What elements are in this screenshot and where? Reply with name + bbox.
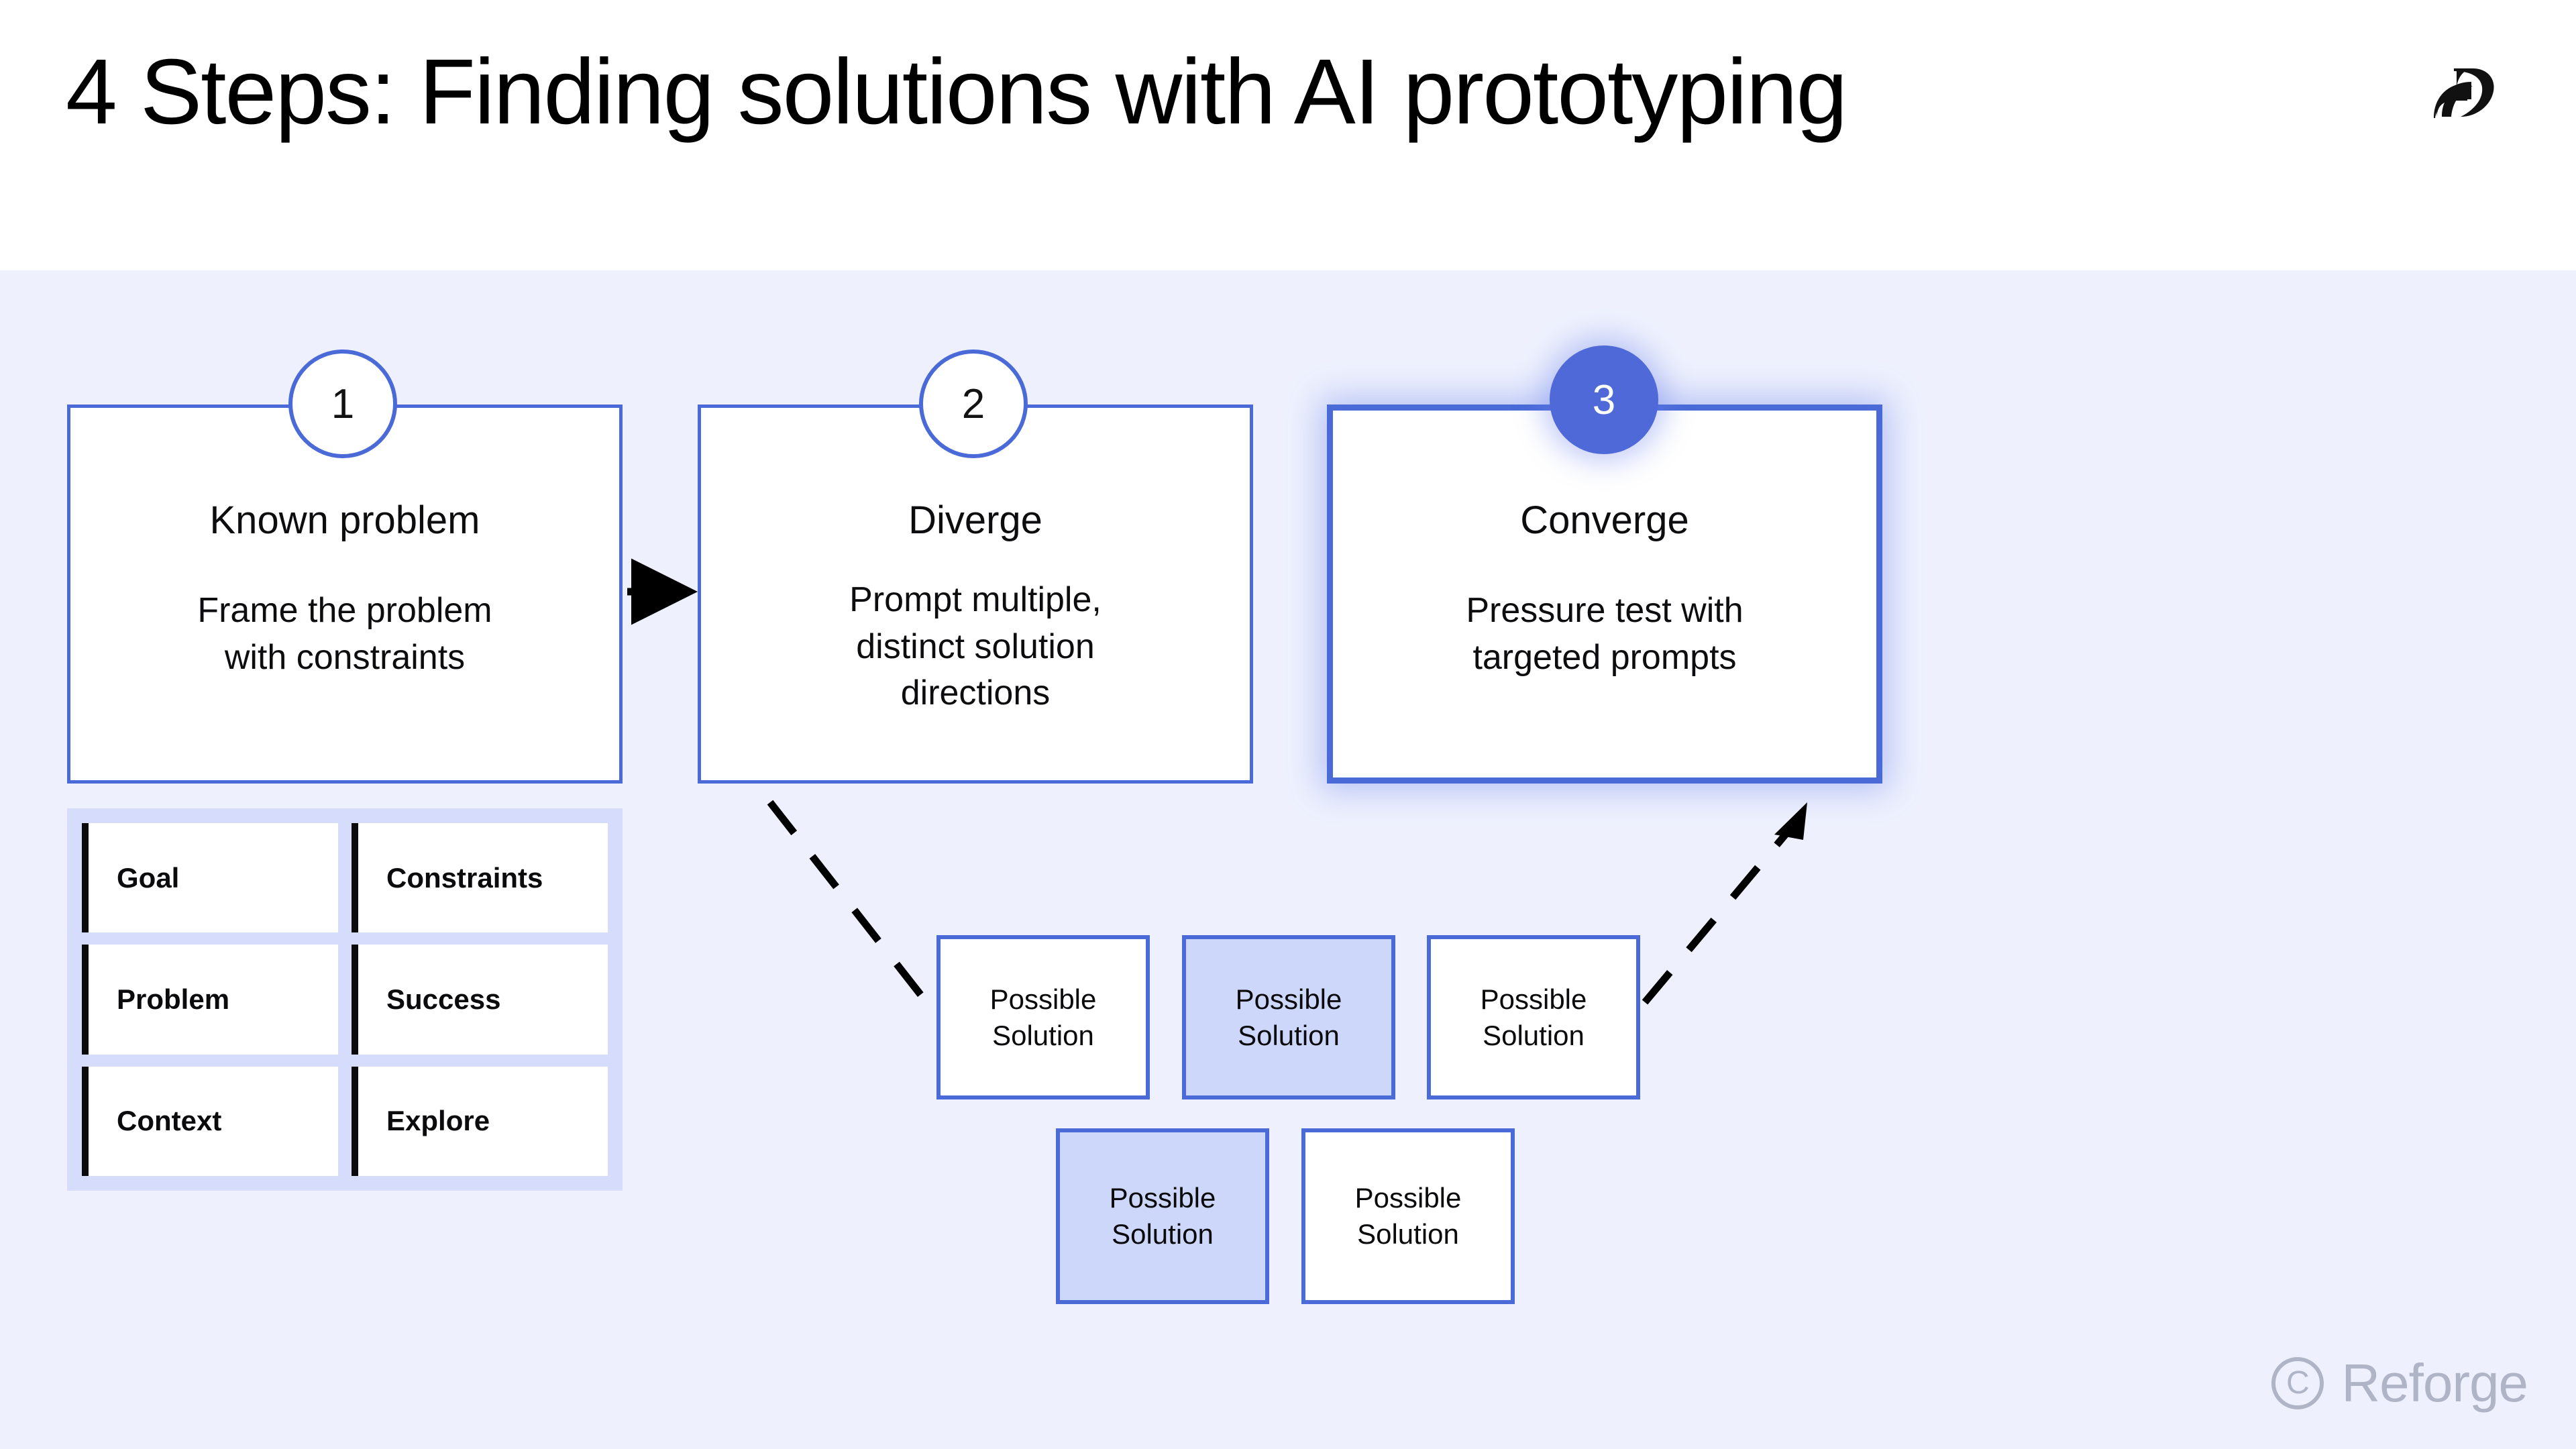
possible-solution-box-5[interactable]: Possible Solution bbox=[1301, 1128, 1515, 1304]
copyright-icon: C bbox=[2271, 1357, 2324, 1409]
page-title: 4 Steps: Finding solutions with AI proto… bbox=[66, 40, 1847, 144]
step-card-3[interactable]: Converge Pressure test with targeted pro… bbox=[1327, 405, 1882, 784]
attribute-label: Constraints bbox=[386, 861, 543, 894]
attribute-cell-problem[interactable]: Problem bbox=[82, 945, 338, 1055]
attribute-cell-context[interactable]: Context bbox=[82, 1066, 338, 1176]
footer-attribution: C Reforge bbox=[2271, 1352, 2528, 1414]
step-card-3-description: Pressure test with targeted prompts bbox=[1466, 591, 1743, 677]
step-card-1-description: Frame the problem with constraints bbox=[197, 591, 492, 677]
step-badge-1: 1 bbox=[288, 350, 397, 458]
attribute-cell-success[interactable]: Success bbox=[352, 945, 608, 1055]
step-card-1-title: Known problem bbox=[209, 498, 480, 542]
step-card-2-title: Diverge bbox=[908, 498, 1042, 542]
attribute-cell-constraints[interactable]: Constraints bbox=[352, 823, 608, 933]
attribute-label: Goal bbox=[117, 861, 180, 894]
reforge-logo-icon bbox=[2423, 52, 2504, 133]
possible-solution-label: Possible Solution bbox=[1480, 983, 1587, 1051]
step-badge-3: 3 bbox=[1550, 345, 1658, 454]
attribute-label: Explore bbox=[386, 1105, 490, 1137]
attribute-cell-goal[interactable]: Goal bbox=[82, 823, 338, 933]
possible-solution-label: Possible Solution bbox=[1354, 1182, 1462, 1250]
step-card-2-description: Prompt multiple, distinct solution direc… bbox=[849, 580, 1102, 713]
possible-solution-box-1[interactable]: Possible Solution bbox=[936, 935, 1150, 1099]
step-card-1[interactable]: Known problem Frame the problem with con… bbox=[67, 405, 623, 784]
problem-attribute-grid: Goal Constraints Problem Success Context… bbox=[67, 808, 623, 1191]
step-badge-2-number: 2 bbox=[961, 380, 985, 427]
step-badge-1-number: 1 bbox=[331, 380, 355, 427]
step-card-2[interactable]: Diverge Prompt multiple, distinct soluti… bbox=[698, 405, 1253, 784]
possible-solution-box-3[interactable]: Possible Solution bbox=[1427, 935, 1640, 1099]
step-card-3-title: Converge bbox=[1520, 498, 1689, 542]
possible-solution-label: Possible Solution bbox=[1109, 1182, 1216, 1250]
step-badge-2: 2 bbox=[919, 350, 1028, 458]
step-badge-3-number: 3 bbox=[1592, 376, 1616, 423]
possible-solution-box-4[interactable]: Possible Solution bbox=[1056, 1128, 1269, 1304]
slide-header: 4 Steps: Finding solutions with AI proto… bbox=[0, 0, 2576, 270]
attribute-label: Success bbox=[386, 983, 501, 1015]
possible-solution-box-2[interactable]: Possible Solution bbox=[1182, 935, 1395, 1099]
attribute-cell-explore[interactable]: Explore bbox=[352, 1066, 608, 1176]
copyright-symbol: C bbox=[2286, 1365, 2310, 1401]
footer-brand-name: Reforge bbox=[2341, 1353, 2528, 1413]
possible-solution-label: Possible Solution bbox=[1235, 983, 1342, 1051]
possible-solution-label: Possible Solution bbox=[989, 983, 1097, 1051]
attribute-label: Problem bbox=[117, 983, 230, 1015]
attribute-label: Context bbox=[117, 1105, 222, 1137]
